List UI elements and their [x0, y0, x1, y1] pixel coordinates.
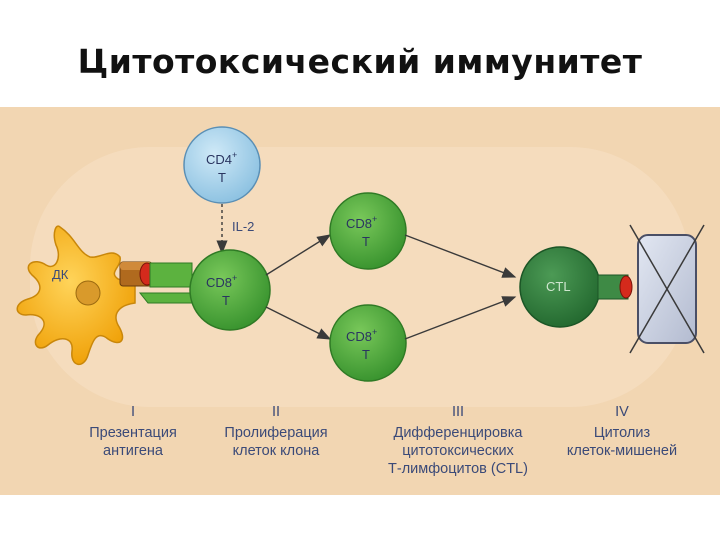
stage-caption-line: антигена	[103, 443, 164, 459]
ctl-label: CTL	[546, 279, 571, 294]
stage-caption-4: IV Цитолиз клеток-мишеней	[567, 404, 677, 459]
cd8-cell-initial	[189, 249, 271, 331]
dendritic-cell-label: ДК	[52, 267, 69, 282]
cd8-cell-lower	[329, 304, 407, 382]
tcr-receptor-lower	[138, 292, 193, 304]
cd8-initial-subtype: T	[222, 293, 230, 308]
arrow-lower-to-ctl	[404, 296, 517, 340]
stage-caption-line: Цитолиз	[594, 425, 651, 441]
cd8-lower-label: CD8+	[346, 327, 377, 344]
stage-caption-line: Т-лимфоцитов (CTL)	[388, 461, 528, 477]
cd8-cell-upper	[329, 192, 407, 270]
tcr-receptor	[149, 262, 193, 288]
stage-caption-2: II Пролиферация клеток клона	[224, 404, 327, 459]
cd4-helper-cell	[183, 126, 261, 204]
panel-highlight	[30, 147, 690, 407]
target-antigen	[619, 275, 633, 299]
stage-caption-line: цитотоксических	[402, 443, 514, 459]
stage-caption-3: III Дифференцировка цитотоксических Т-ли…	[388, 404, 528, 477]
arrow-upper-to-ctl	[404, 234, 517, 278]
slide-title: Цитотоксический иммунитет	[77, 42, 643, 81]
cd8-lower-subtype: T	[362, 347, 370, 362]
cd8-initial-label: CD8+	[206, 273, 237, 290]
arrow-to-cd8-upper	[265, 234, 332, 276]
diagram-panel: ДК CD4+ T IL-2 CD8+ T CD8+ T CD8+ T CTL …	[0, 107, 720, 495]
target-cell	[629, 224, 705, 354]
il2-label: IL-2	[232, 219, 254, 234]
stage-numeral: IV	[615, 404, 629, 420]
dendritic-cell-nucleus	[75, 280, 101, 306]
stage-caption-line: Дифференцировка	[394, 425, 524, 441]
dendritic-cell	[16, 225, 136, 365]
stage-caption-1: I Презентация антигена	[89, 404, 177, 459]
cd8-upper-subtype: T	[362, 234, 370, 249]
cd8-upper-label: CD8+	[346, 214, 377, 231]
stage-caption-line: клеток-мишеней	[567, 443, 677, 459]
stage-caption-line: Пролиферация	[224, 425, 327, 441]
cd4-cell-subtype: T	[218, 170, 226, 185]
stage-caption-line: клеток клона	[233, 443, 321, 459]
stage-numeral: II	[272, 404, 280, 420]
target-cross-line	[629, 224, 705, 354]
stage-numeral: III	[452, 404, 464, 420]
cd4-cell-label: CD4+	[206, 150, 237, 167]
stage-caption-line: Презентация	[89, 425, 177, 441]
stage-numeral: I	[131, 404, 135, 420]
arrow-to-cd8-lower	[265, 306, 332, 340]
